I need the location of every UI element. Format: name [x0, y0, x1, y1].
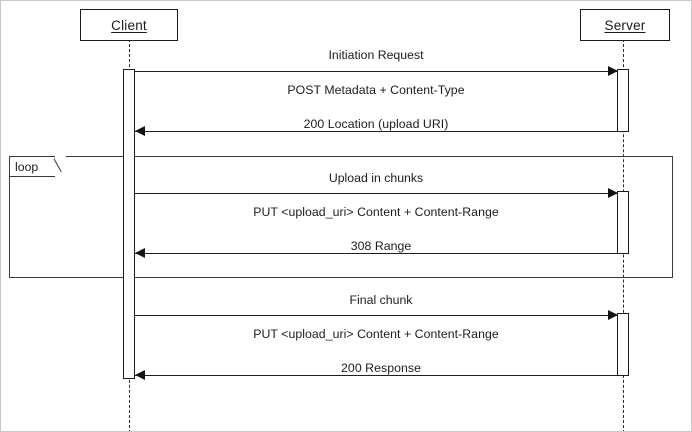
- note-final-chunk: Final chunk: [349, 293, 413, 307]
- participant-client[interactable]: Client: [80, 9, 178, 41]
- message-arrowhead-put-chunk: [608, 188, 618, 198]
- message-arrowhead-200-location: [135, 126, 145, 136]
- participant-server-label: Server: [604, 17, 646, 33]
- message-arrowhead-post-metadata: [608, 66, 618, 76]
- activation-bar-server-final: [617, 313, 629, 376]
- loop-fragment-tab-corner: [55, 156, 66, 177]
- note-initiation-request: Initiation Request: [328, 48, 424, 62]
- message-label-200-location: 200 Location (upload URI): [303, 117, 449, 131]
- message-line-308-range[interactable]: [135, 253, 617, 254]
- loop-fragment[interactable]: [9, 156, 673, 278]
- loop-fragment-label: loop: [15, 159, 39, 174]
- note-upload-in-chunks: Upload in chunks: [328, 171, 424, 185]
- message-arrowhead-put-final-chunk: [608, 310, 618, 320]
- message-line-200-location[interactable]: [135, 131, 617, 132]
- message-arrowhead-200-response: [135, 370, 145, 380]
- message-label-200-response: 200 Response: [341, 361, 421, 375]
- participant-server[interactable]: Server: [580, 9, 670, 41]
- message-line-200-response[interactable]: [135, 375, 617, 376]
- participant-client-label: Client: [111, 17, 147, 33]
- loop-fragment-tab: loop: [9, 156, 55, 177]
- message-line-put-final-chunk[interactable]: [135, 315, 617, 316]
- message-arrowhead-308-range: [135, 248, 145, 258]
- activation-bar-server-chunk: [617, 191, 629, 254]
- activation-bar-client: [123, 69, 135, 379]
- message-label-post-metadata: POST Metadata + Content-Type: [287, 83, 465, 97]
- message-label-308-range: 308 Range: [350, 239, 412, 253]
- message-label-put-chunk: PUT <upload_uri> Content + Content-Range: [253, 205, 499, 219]
- message-label-put-final-chunk: PUT <upload_uri> Content + Content-Range: [253, 327, 499, 341]
- activation-bar-server-initiation: [617, 69, 629, 132]
- message-line-put-chunk[interactable]: [135, 193, 617, 194]
- message-line-post-metadata[interactable]: [135, 71, 617, 72]
